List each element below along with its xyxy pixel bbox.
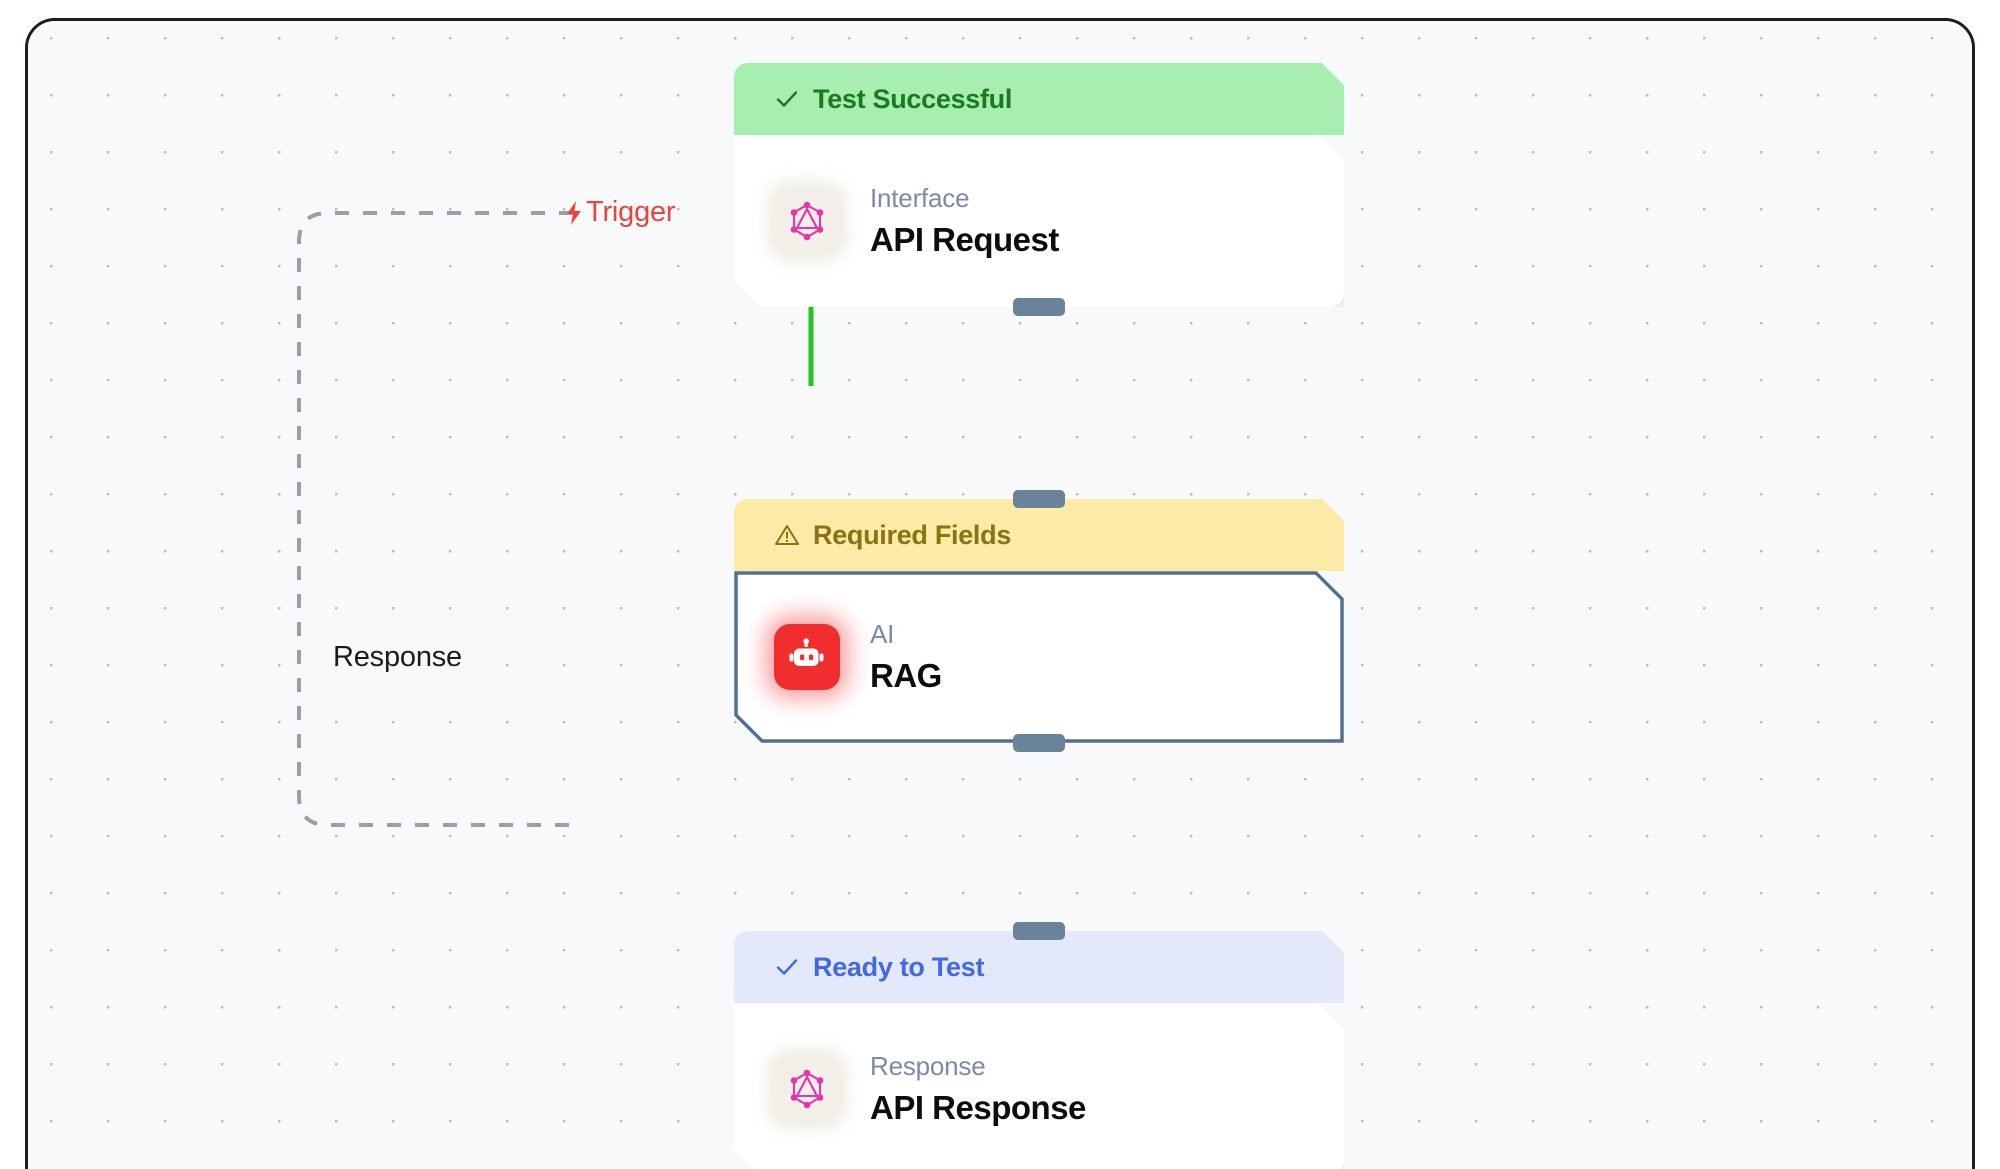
node-text-block: Interface API Request: [870, 183, 1059, 259]
node-kind-label: Interface: [870, 183, 970, 213]
app-window-frame: Trigger Response Test Successful: [25, 18, 1975, 1169]
node-rag[interactable]: Required Fields: [734, 490, 1344, 752]
node-status-banner-ready: Ready to Test: [734, 931, 1344, 1003]
warning-icon: [774, 522, 800, 548]
node-status-label: Required Fields: [813, 519, 1012, 550]
node-card-body[interactable]: Interface API Request: [734, 135, 1344, 307]
node-card-body[interactable]: AI RAG: [734, 571, 1344, 743]
node-status-banner-success: Test Successful: [734, 63, 1344, 135]
edge-label-trigger: Trigger: [564, 196, 676, 229]
node-card-body[interactable]: Response API Response: [734, 1003, 1344, 1169]
node-status-label: Test Successful: [813, 83, 1013, 114]
node-title-label: API Response: [870, 1089, 1086, 1126]
graphql-icon: [774, 188, 840, 254]
node-kind-label: AI: [870, 619, 895, 649]
node-title-label: RAG: [870, 657, 942, 694]
node-handle-top[interactable]: [1013, 922, 1065, 940]
node-api-response[interactable]: Ready to Test: [734, 922, 1344, 1169]
node-title-label: API Request: [870, 221, 1059, 258]
node-handle-bottom[interactable]: [1013, 734, 1065, 752]
node-api-request[interactable]: Test Successful: [734, 63, 1344, 316]
check-icon: [774, 86, 800, 112]
edge-label-response-text: Response: [333, 641, 462, 673]
graphql-icon: [774, 1056, 840, 1122]
node-text-block: AI RAG: [870, 619, 942, 695]
lightning-bolt-icon: [564, 200, 584, 226]
node-kind-label: Response: [870, 1051, 986, 1081]
edge-label-response: Response: [333, 641, 462, 674]
robot-icon: [774, 624, 840, 690]
node-handle-top[interactable]: [1013, 490, 1065, 508]
node-handle-bottom[interactable]: [1013, 298, 1065, 316]
edge-label-trigger-text: Trigger: [586, 196, 676, 228]
check-icon: [774, 954, 800, 980]
node-status-label: Ready to Test: [813, 951, 985, 982]
node-text-block: Response API Response: [870, 1051, 1086, 1127]
node-status-banner-warning: Required Fields: [734, 499, 1344, 571]
